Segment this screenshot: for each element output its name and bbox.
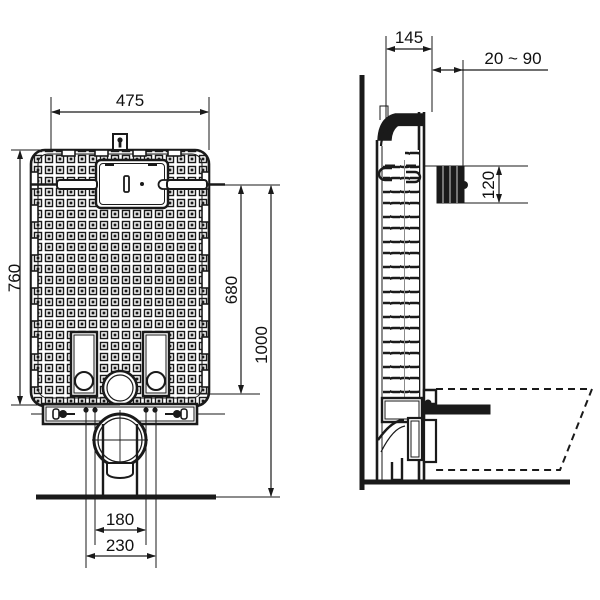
dim-label-1000: 1000	[252, 326, 271, 364]
front-view	[11, 97, 280, 568]
dimension-labels: 475 760 680 1000 180 230 145 20 ~ 90 120	[5, 28, 542, 555]
side-view	[359, 36, 594, 490]
dimension-120	[464, 165, 528, 204]
right-edge-notches	[201, 171, 210, 388]
support-legs	[101, 424, 139, 497]
inspection-opening	[94, 158, 170, 210]
dim-label-145: 145	[395, 28, 423, 47]
dim-label-475: 475	[116, 91, 144, 110]
dimension-230	[85, 412, 157, 568]
wc-bowl-outline	[436, 388, 594, 471]
dim-label-230: 230	[106, 536, 134, 555]
dim-label-760: 760	[5, 264, 24, 292]
dim-label-20-90: 20 ~ 90	[484, 49, 541, 68]
dimension-1000	[216, 184, 280, 498]
flush-connector-block	[424, 165, 468, 204]
flush-pipe-collar	[101, 369, 139, 407]
top-hanger-bracket	[112, 133, 128, 151]
lower-channels	[69, 330, 171, 398]
dimension-145	[385, 36, 433, 120]
right-anchor-screw	[165, 408, 188, 420]
dim-label-120: 120	[479, 171, 498, 199]
left-anchor-screw	[52, 408, 75, 420]
dimension-20-90	[431, 60, 548, 170]
internal-ribs	[377, 150, 422, 400]
dim-label-680: 680	[222, 276, 241, 304]
dimension-180	[94, 412, 147, 545]
bowl-support-assembly	[377, 388, 491, 482]
dimension-760	[11, 149, 120, 406]
dimension-475	[50, 97, 210, 150]
left-edge-notches	[30, 171, 39, 388]
waste-outlet	[92, 410, 148, 479]
dim-label-180: 180	[106, 510, 134, 529]
